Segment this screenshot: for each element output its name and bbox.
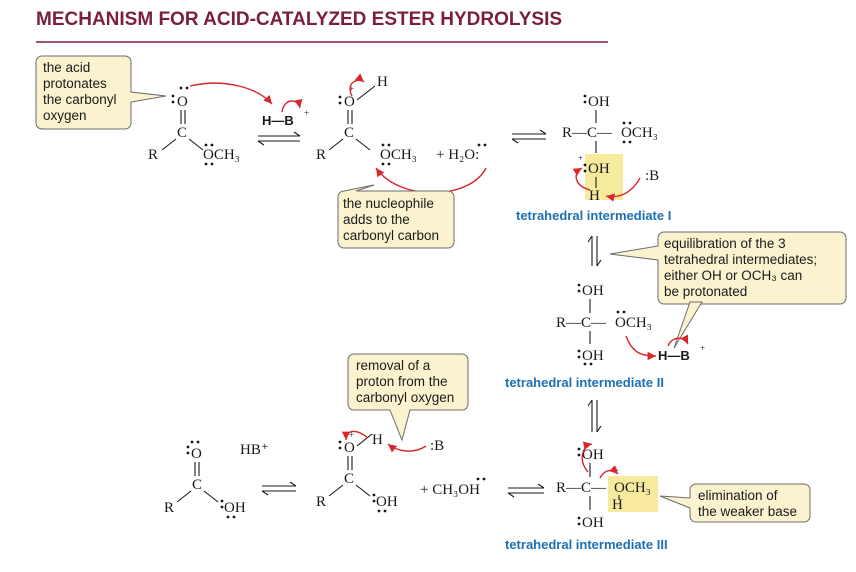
curved-arrow bbox=[605, 177, 641, 202]
curved-arrow bbox=[341, 430, 369, 441]
svg-text:removal of a: removal of a bbox=[356, 358, 431, 373]
curved-arrow bbox=[281, 98, 303, 113]
svg-text:H—B: H—B bbox=[262, 113, 294, 128]
svg-text:C: C bbox=[344, 125, 354, 141]
callout-removal-proton: removal of a proton from the carbonyl ox… bbox=[347, 353, 469, 442]
equilibrium-arrows bbox=[587, 399, 602, 433]
curved-arrow bbox=[625, 335, 657, 361]
svg-text:R—C—: R—C— bbox=[556, 480, 607, 496]
ester-structure: O C R OCH₃ bbox=[148, 86, 240, 166]
tetrahedral-intermediate-3: OH R—C— + OCH₃ H OH tetrahedral intermed… bbox=[505, 441, 668, 552]
svg-text:R: R bbox=[316, 147, 326, 163]
svg-text:the nucleophile: the nucleophile bbox=[343, 196, 434, 211]
label-intermediate-3: tetrahedral intermediate III bbox=[505, 537, 668, 552]
svg-text:R: R bbox=[164, 500, 174, 516]
svg-text:OH: OH bbox=[588, 161, 610, 177]
svg-text:OCH₃: OCH₃ bbox=[621, 125, 658, 141]
carbonyl-carbon: C bbox=[177, 125, 187, 141]
svg-text:H: H bbox=[372, 432, 383, 448]
callout-line: protonates bbox=[43, 76, 107, 91]
svg-text:OH: OH bbox=[588, 94, 610, 110]
r-group: R bbox=[148, 147, 158, 163]
svg-text:proton from the: proton from the bbox=[356, 374, 448, 389]
svg-text:tetrahedral intermediates;: tetrahedral intermediates; bbox=[664, 252, 817, 267]
protonated-oxygen: O bbox=[344, 94, 355, 110]
svg-text:H: H bbox=[377, 74, 388, 90]
svg-text:+: + bbox=[578, 153, 583, 163]
svg-text:OH: OH bbox=[376, 494, 398, 510]
tetrahedral-intermediate-1: OH R—C— OCH₃ + OH H :B tetrahedral inter… bbox=[516, 94, 671, 223]
svg-text:R: R bbox=[316, 494, 326, 510]
svg-text:OH: OH bbox=[582, 447, 604, 463]
svg-text:adds to the: adds to the bbox=[343, 212, 410, 227]
svg-text:elimination of: elimination of bbox=[698, 488, 778, 503]
svg-text:OH: OH bbox=[582, 348, 604, 364]
methoxy-group: OCH₃ bbox=[203, 147, 240, 163]
svg-text:be protonated: be protonated bbox=[664, 284, 747, 299]
regenerated-acid: HB⁺ bbox=[240, 442, 269, 458]
label-intermediate-1: tetrahedral intermediate I bbox=[516, 208, 671, 223]
curved-arrow bbox=[387, 443, 427, 453]
svg-text:either OH or OCH₃ can: either OH or OCH₃ can bbox=[664, 268, 802, 283]
curved-arrow bbox=[667, 334, 689, 347]
water-reagent: + H₂O: bbox=[436, 147, 479, 163]
curved-arrow bbox=[599, 465, 619, 479]
equilibrium-arrows bbox=[587, 235, 602, 267]
callout-elimination: elimination of the weaker base bbox=[659, 483, 811, 523]
svg-text:the weaker base: the weaker base bbox=[698, 504, 797, 519]
curved-arrow bbox=[189, 82, 273, 105]
acid-catalyst: H—B + bbox=[262, 98, 309, 128]
curved-arrow bbox=[581, 441, 593, 473]
carbonyl-oxygen: O bbox=[177, 94, 188, 110]
svg-text:+: + bbox=[349, 84, 354, 94]
svg-text:+: + bbox=[349, 430, 354, 440]
highlight bbox=[585, 154, 623, 200]
equilibrium-arrows bbox=[511, 129, 547, 144]
svg-text:C: C bbox=[192, 477, 202, 493]
equilibrium-arrows bbox=[257, 131, 301, 146]
protonated-ester: + O H C R OCH₃ + H₂O: bbox=[316, 73, 487, 166]
callout-line: the carbonyl bbox=[43, 92, 117, 107]
curved-arrow bbox=[375, 167, 487, 194]
svg-text:C: C bbox=[344, 471, 354, 487]
figure-title: MECHANISM FOR ACID-CATALYZED ESTER HYDRO… bbox=[36, 9, 562, 30]
callout-line: the acid bbox=[43, 60, 90, 75]
callout-acid-protonates: the acid protonates the carbonyl oxygen bbox=[35, 55, 167, 130]
svg-text:+: + bbox=[304, 108, 309, 118]
highlight bbox=[608, 476, 658, 512]
svg-text:H: H bbox=[612, 497, 623, 513]
callout-line: oxygen bbox=[43, 108, 87, 123]
svg-text::B: :B bbox=[645, 168, 659, 184]
label-intermediate-2: tetrahedral intermediate II bbox=[505, 375, 664, 390]
svg-text:equilibration of the 3: equilibration of the 3 bbox=[664, 236, 786, 251]
curved-arrow bbox=[349, 73, 365, 97]
svg-text:OCH₃: OCH₃ bbox=[615, 315, 652, 331]
svg-text:carbonyl carbon: carbonyl carbon bbox=[343, 228, 439, 243]
svg-text:OH: OH bbox=[224, 500, 246, 516]
svg-text:OH: OH bbox=[582, 515, 604, 531]
svg-text:H—B: H—B bbox=[658, 348, 690, 363]
svg-text:O: O bbox=[191, 446, 202, 462]
svg-text:H: H bbox=[589, 188, 600, 204]
svg-text:O: O bbox=[344, 440, 355, 456]
tetrahedral-intermediate-2: OH R—C— OCH₃ OH H—B + tetrahedral interm… bbox=[505, 283, 705, 390]
equilibrium-arrows bbox=[261, 481, 297, 496]
svg-text:OH: OH bbox=[582, 283, 604, 299]
methanol-product: + CH₃OH bbox=[420, 482, 480, 498]
svg-text:OCH₃: OCH₃ bbox=[380, 147, 417, 163]
svg-text:OCH₃: OCH₃ bbox=[614, 480, 651, 496]
svg-text::B: :B bbox=[430, 438, 444, 454]
callout-nucleophile: the nucleophile adds to the carbonyl car… bbox=[337, 184, 455, 249]
curved-arrow bbox=[572, 167, 591, 191]
svg-text:+: + bbox=[700, 343, 705, 353]
svg-text:carbonyl oxygen: carbonyl oxygen bbox=[356, 390, 454, 405]
svg-text:R—C—: R—C— bbox=[562, 125, 613, 141]
equilibrium-arrows bbox=[507, 483, 545, 498]
carboxylic-acid: O C R OH bbox=[164, 440, 246, 519]
protonated-acid: + O H :B C R OH bbox=[316, 430, 444, 513]
svg-text:R—C—: R—C— bbox=[556, 315, 607, 331]
